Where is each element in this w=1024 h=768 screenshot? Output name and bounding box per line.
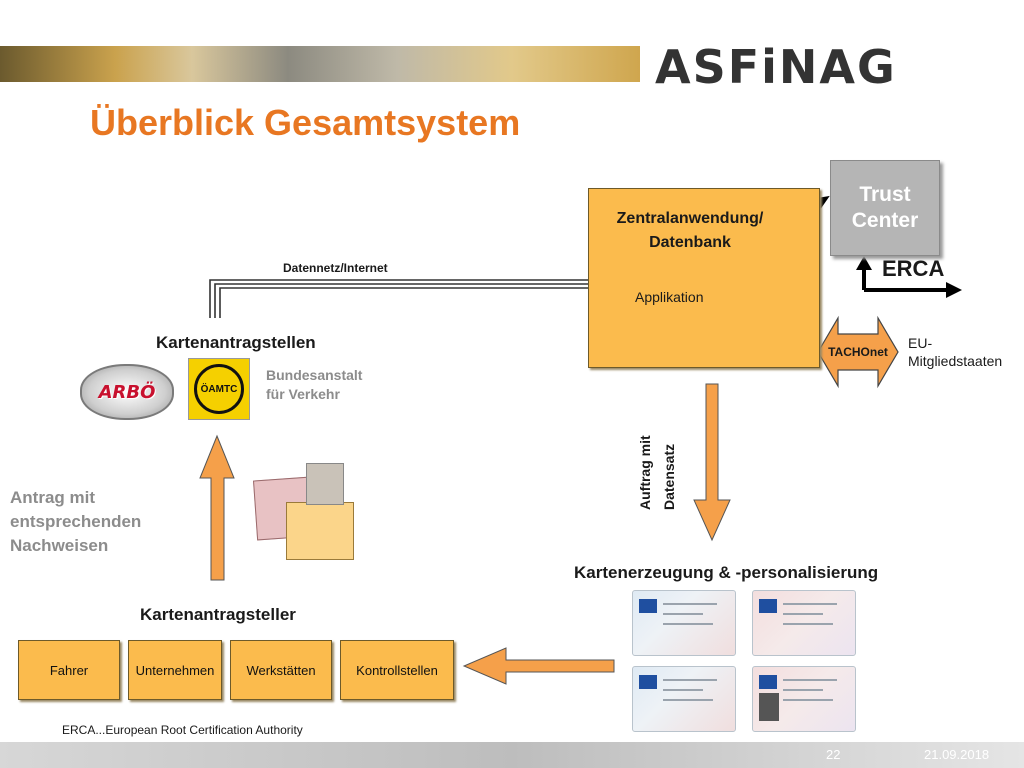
applicants-title: Kartenantragsteller — [140, 605, 296, 624]
bundesanstalt-line2: für Verkehr — [266, 386, 340, 402]
passport-photo-image — [306, 463, 344, 505]
footer-date: 21.09.2018 — [924, 747, 990, 762]
delivery-arrow — [462, 647, 615, 685]
application-label: Applikation — [635, 289, 704, 305]
tachonet-label: TACHOnet — [828, 345, 888, 359]
agencies-title: Kartenantragstellen — [156, 333, 316, 352]
bundesanstalt-label: Bundesanstalt für Verkehr — [266, 366, 362, 404]
erca-arrow — [856, 256, 962, 298]
applicant-box-kontrollstellen: Kontrollstellen — [340, 640, 454, 700]
card-image — [632, 590, 736, 656]
order-line2: Datensatz — [661, 443, 677, 510]
tachonet-arrow — [817, 315, 899, 389]
card-image — [752, 666, 856, 732]
eu-member-states-label: EU- Mitgliedstaaten — [908, 334, 1002, 370]
card-image — [752, 590, 856, 656]
request-line1: Antrag mit — [10, 488, 95, 507]
erca-label: ERCA — [882, 256, 945, 281]
trust-line2: Center — [851, 209, 919, 232]
card-image — [632, 666, 736, 732]
trust-line1: Trust — [859, 183, 911, 206]
arbo-logo: ARBÖ — [80, 364, 174, 420]
trust-center-box: Trust Center — [830, 160, 940, 256]
eu-line2: Mitgliedstaaten — [908, 353, 1003, 369]
applicant-box-fahrer: Fahrer — [18, 640, 120, 700]
request-label: Antrag mit entsprechenden Nachweisen — [10, 486, 141, 558]
network-line — [209, 279, 590, 318]
order-line1: Auftrag mit — [637, 435, 653, 510]
network-label: Datennetz/Internet — [283, 261, 388, 275]
footer-bar — [0, 742, 1024, 768]
applicant-box-werkstaetten: Werkstätten — [230, 640, 332, 700]
eu-line1: EU- — [908, 335, 933, 351]
order-label: Auftrag mit Datensatz — [636, 414, 678, 510]
central-application-box: Zentralanwendung/ Datenbank Applikation — [588, 188, 820, 368]
request-line2: entsprechenden — [10, 512, 142, 531]
page-title: Überblick Gesamtsystem — [90, 102, 521, 143]
footnote: ERCA...European Root Certification Autho… — [62, 723, 303, 737]
oeamtc-logo: ÖAMTC — [188, 358, 250, 420]
central-title-line2: Datenbank — [649, 234, 731, 251]
order-arrow — [693, 383, 731, 542]
bundesanstalt-line1: Bundesanstalt — [266, 367, 363, 383]
asfinag-logo: ASFiNAG — [655, 40, 897, 94]
central-title-line1: Zentralanwendung/ — [616, 210, 764, 227]
request-line3: Nachweisen — [10, 536, 109, 555]
request-arrow — [199, 434, 235, 581]
production-title: Kartenerzeugung & -personalisierung — [574, 563, 879, 582]
applicant-box-unternehmen: Unternehmen — [128, 640, 222, 700]
header-banner-image — [0, 46, 640, 82]
page-number: 22 — [826, 747, 841, 762]
application-form-image — [286, 502, 354, 560]
